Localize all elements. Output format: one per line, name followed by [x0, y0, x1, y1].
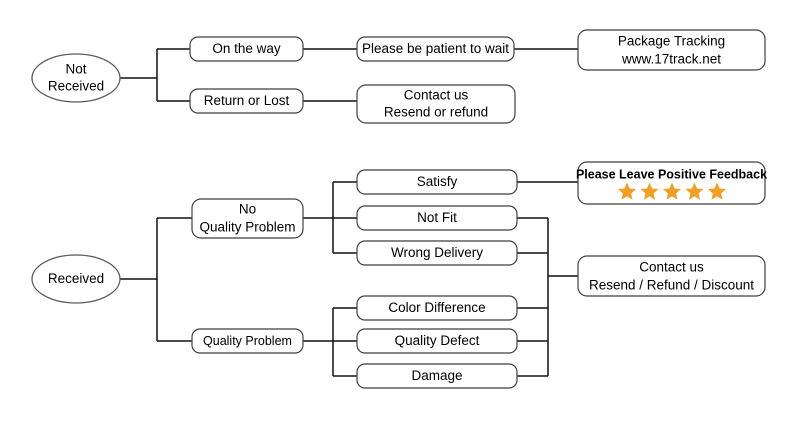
node-package-tracking[interactable]: Package Tracking www.17track.net: [577, 29, 766, 71]
node-not-fit-label: Not Fit: [417, 210, 457, 225]
node-color-difference-label: Color Difference: [388, 300, 485, 315]
node-contact-us-top-label-line1: Contact us: [404, 88, 469, 103]
node-on-the-way-label: On the way: [212, 41, 281, 56]
star-icon[interactable]: [617, 182, 637, 200]
node-contact-us-resend-refund-discount[interactable]: Contact us Resend / Refund / Discount: [577, 255, 766, 297]
star-rating[interactable]: [617, 182, 727, 200]
node-quality-defect-label: Quality Defect: [395, 333, 480, 348]
node-received[interactable]: Received: [31, 254, 121, 304]
node-please-be-patient-label: Please be patient to wait: [362, 41, 509, 56]
node-damage-label: Damage: [411, 368, 462, 383]
node-not-received-label-line1: Not: [65, 62, 86, 77]
node-wrong-delivery-label: Wrong Delivery: [391, 245, 483, 260]
node-return-or-lost-label: Return or Lost: [204, 93, 290, 108]
node-quality-defect[interactable]: Quality Defect: [356, 328, 518, 354]
node-contact-us-top-label-line2: Resend or refund: [384, 105, 488, 120]
node-contact-us-resend-refund[interactable]: Contact us Resend or refund: [356, 84, 516, 124]
node-package-tracking-label-line1: Package Tracking: [618, 34, 725, 49]
node-satisfy[interactable]: Satisfy: [356, 169, 518, 195]
node-quality-problem[interactable]: Quality Problem: [191, 328, 304, 354]
feedback-title-label: Please Leave Positive Feedback: [576, 167, 767, 181]
node-damage[interactable]: Damage: [356, 363, 518, 389]
star-icon[interactable]: [685, 182, 704, 200]
node-quality-problem-label: Quality Problem: [203, 334, 292, 348]
node-positive-feedback[interactable]: Please Leave Positive Feedback: [576, 161, 767, 205]
node-satisfy-label: Satisfy: [417, 174, 458, 189]
node-return-or-lost[interactable]: Return or Lost: [189, 88, 304, 114]
node-no-quality-problem-label-line1: No: [239, 202, 256, 217]
node-wrong-delivery[interactable]: Wrong Delivery: [356, 240, 518, 266]
node-please-be-patient[interactable]: Please be patient to wait: [356, 36, 515, 62]
node-not-received-label-line2: Received: [48, 79, 104, 94]
star-icon[interactable]: [662, 182, 682, 200]
star-icon[interactable]: [707, 182, 727, 200]
node-package-tracking-label-line2: www.17track.net: [621, 52, 721, 67]
node-no-quality-problem[interactable]: No Quality Problem: [191, 198, 304, 239]
node-received-label: Received: [48, 271, 104, 286]
node-contact-us-bottom-label-line2: Resend / Refund / Discount: [589, 278, 754, 293]
node-on-the-way[interactable]: On the way: [189, 36, 304, 62]
node-contact-us-bottom-label-line1: Contact us: [639, 260, 704, 275]
node-no-quality-problem-label-line2: Quality Problem: [199, 220, 295, 235]
node-not-fit[interactable]: Not Fit: [356, 205, 518, 231]
node-color-difference[interactable]: Color Difference: [356, 295, 518, 321]
node-not-received[interactable]: Not Received: [31, 53, 121, 103]
star-icon[interactable]: [640, 182, 659, 200]
